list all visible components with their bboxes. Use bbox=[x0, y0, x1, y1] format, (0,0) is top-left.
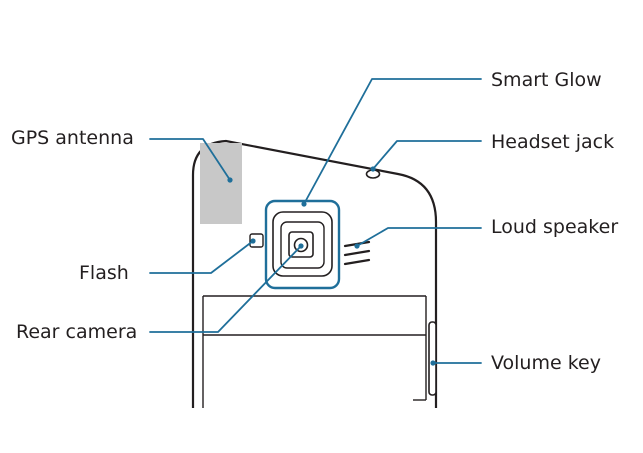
smart-glow-label: Smart Glow bbox=[491, 69, 602, 91]
flash-callout bbox=[149, 240, 254, 274]
phone-outline bbox=[191, 139, 438, 408]
headset-jack-callout bbox=[372, 140, 482, 170]
gps-antenna-callout-dot bbox=[227, 177, 233, 183]
rear-camera-callout-dot bbox=[298, 243, 304, 249]
flash-label: Flash bbox=[79, 262, 129, 284]
rear-camera-callout bbox=[149, 245, 302, 333]
loud-speaker-callout bbox=[356, 227, 482, 247]
gps-antenna-callout bbox=[149, 138, 231, 181]
flash-callout-dot bbox=[250, 238, 256, 244]
headset-jack-callout-dot bbox=[370, 166, 376, 172]
loud-speaker-label: Loud speaker bbox=[491, 216, 619, 238]
gps-antenna-area bbox=[200, 143, 242, 224]
smart-glow-callout-dot bbox=[301, 201, 307, 207]
headset-jack-label: Headset jack bbox=[491, 131, 615, 153]
volume-key-button bbox=[428, 321, 437, 396]
smart-glow-callout bbox=[303, 78, 482, 205]
volume-key-callout-dot bbox=[430, 360, 436, 366]
smart-glow-ring bbox=[264, 199, 341, 290]
flash-window bbox=[249, 233, 264, 248]
rear-camera-label: Rear camera bbox=[16, 321, 138, 343]
gps-antenna-label: GPS antenna bbox=[11, 127, 134, 149]
loud-speaker-callout-dot bbox=[354, 243, 360, 249]
volume-key-label: Volume key bbox=[491, 352, 601, 374]
